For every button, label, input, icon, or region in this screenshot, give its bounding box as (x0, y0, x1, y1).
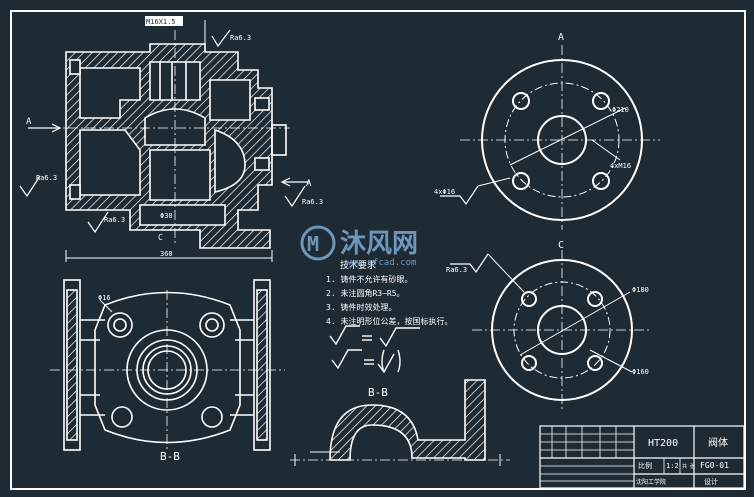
title-block (539, 425, 745, 489)
title-scale-label: 比例 (638, 461, 652, 470)
arrow-a-right-label: A (306, 179, 312, 189)
title-company: 设计 (704, 477, 718, 486)
watermark-brand: 沐风网 (340, 229, 418, 259)
title-material: HT200 (648, 438, 678, 449)
technical-notes: 技术要求 1. 铸件不允许有砂眼。 2. 未注圆角R3~R5。 3. 铸件时效处… (326, 259, 452, 326)
watermark-logo-glyph: M (307, 232, 319, 256)
flange-a-view (440, 45, 660, 230)
title-part-name: 阀体 (708, 436, 728, 449)
bb-view (50, 279, 285, 451)
bb-section-profile (290, 379, 510, 466)
roughness-label-3: Ra6.3 (302, 198, 323, 206)
roughness-label-4: Ra6.3 (104, 216, 125, 224)
flange-c-view (450, 250, 652, 410)
flange-c-labels: C Φ180 Φ160 Ra6.3 (446, 240, 649, 376)
main-view-labels: M16X1.5 360 Φ30 C A A Ra6.3 Ra6.3 Ra6.3 … (26, 18, 323, 258)
watermark: M 沐风网 www.mfcad.com (300, 225, 418, 268)
note-item-1: 1. 铸件不允许有砂眼。 (326, 274, 412, 284)
drawing-border (10, 10, 746, 490)
watermark-logo-icon (300, 225, 336, 261)
flange-c-dim-2: Φ160 (632, 368, 649, 376)
flange-a-dim-3: 4xM16 (610, 162, 631, 170)
title-school: 沈阳工学院 (636, 478, 666, 486)
section-c-title: C (558, 240, 564, 251)
roughness-label-1: Ra6.3 (230, 34, 251, 42)
flange-c-tag: Ra6.3 (446, 266, 467, 274)
title-block-text: HT200 阀体 比例 1:2 FG0-01 共 张 沈阳工学院 设计 (636, 436, 729, 486)
flange-c-dim-1: Φ180 (632, 286, 649, 294)
flange-a-labels: A Φ210 4xΦ16 4xM16 (434, 32, 631, 196)
title-drawing-code: FG0-01 (700, 461, 729, 470)
bb-hole-dim: Φ16 (98, 294, 111, 302)
title-sheet-count: 共 张 (682, 463, 695, 470)
flange-a-dim-1: Φ210 (612, 106, 629, 114)
main-dim-bottom: 360 (160, 250, 173, 258)
roughness-label-2: Ra6.3 (36, 174, 57, 182)
flange-a-dim-2: 4xΦ16 (434, 188, 455, 196)
section-a-title: A (558, 32, 564, 43)
main-dim-top: M16X1.5 (146, 18, 176, 26)
note-item-3: 3. 铸件时效处理。 (326, 302, 396, 312)
note-item-4: 4. 未注明形位公差，按国标执行。 (326, 316, 452, 326)
notes-title: 技术要求 (340, 259, 376, 271)
watermark-url: www.mfcad.com (346, 258, 416, 268)
title-scale-value: 1:2 (666, 462, 679, 470)
main-section-view (19, 16, 310, 262)
arrow-a-left-label: A (26, 117, 32, 127)
view-c-label: C (158, 233, 163, 242)
bb-section-title: B-B (368, 386, 388, 399)
roughness-legend (329, 325, 420, 374)
bb-view-title: B-B (160, 450, 180, 463)
main-dim-mid: Φ30 (160, 212, 173, 220)
bb-view-labels: B-B Φ16 (98, 294, 180, 463)
note-item-2: 2. 未注圆角R3~R5。 (326, 288, 405, 298)
